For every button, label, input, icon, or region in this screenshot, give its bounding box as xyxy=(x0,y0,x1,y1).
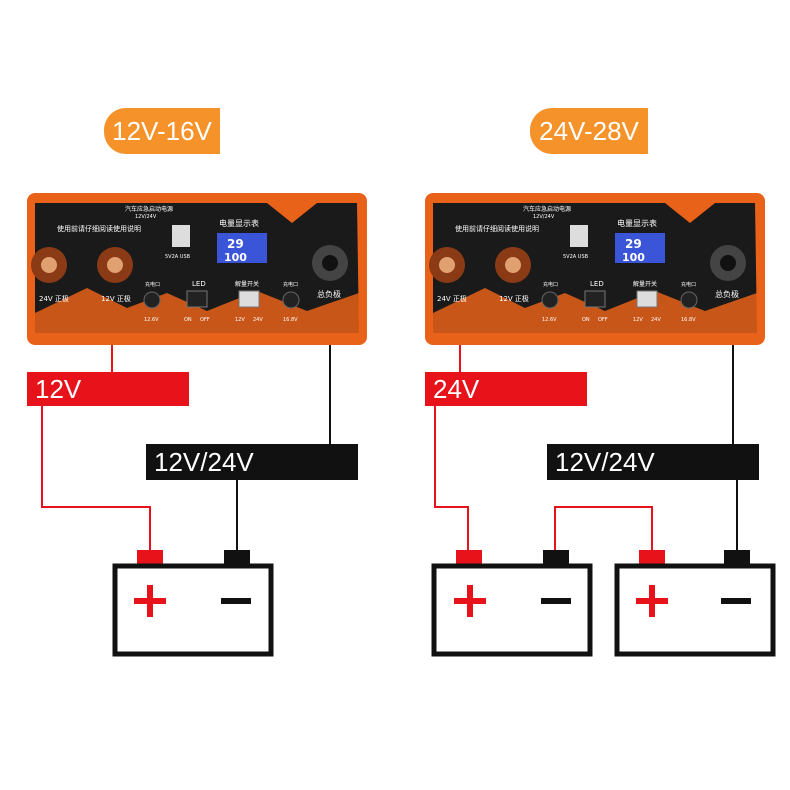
svg-text:100: 100 xyxy=(622,251,645,264)
usb-port xyxy=(172,225,190,247)
warning-text: 使用前请仔细阅读使用说明 xyxy=(57,224,141,233)
negative-label: 总负极 xyxy=(317,289,341,299)
svg-text:OFF: OFF xyxy=(200,317,210,323)
led-switch xyxy=(186,290,208,308)
svg-text:16.8V: 16.8V xyxy=(681,317,696,323)
clamp-12v-label: 12V 正极 xyxy=(101,294,131,303)
svg-text:使用前请仔细阅读使用说明: 使用前请仔细阅读使用说明 xyxy=(455,224,539,233)
display-title: 电量显示表 xyxy=(219,218,259,228)
voltage-range-badge-left: 12V-16V xyxy=(104,108,220,154)
svg-text:LED: LED xyxy=(590,280,604,288)
svg-text:24V: 24V xyxy=(253,317,263,323)
svg-text:总负极: 总负极 xyxy=(715,289,739,299)
input-label-left: 12V/24V xyxy=(146,444,358,480)
output-label-left: 12V xyxy=(27,372,189,406)
svg-text:OFF: OFF xyxy=(598,317,608,323)
positive-wire-left-lower xyxy=(41,400,151,552)
svg-text:12V: 12V xyxy=(633,317,643,323)
svg-text:充电口: 充电口 xyxy=(283,281,298,288)
output-label-right: 24V xyxy=(425,372,587,406)
svg-text:充电口: 充电口 xyxy=(145,281,160,288)
svg-text:LED: LED xyxy=(192,280,206,288)
display-percent: 100 xyxy=(224,251,247,264)
svg-text:12V: 12V xyxy=(235,317,245,323)
svg-text:汽车应急启动电源: 汽车应急启动电源 xyxy=(523,205,571,213)
svg-text:16.8V: 16.8V xyxy=(283,317,298,323)
svg-text:24V: 24V xyxy=(651,317,661,323)
positive-wire-right-lower xyxy=(434,400,469,552)
svg-text:ON: ON xyxy=(582,317,590,323)
usb-label: 5V2A USB xyxy=(165,254,191,260)
svg-text:5V2A USB: 5V2A USB xyxy=(563,254,589,260)
display-voltage: 29 xyxy=(227,237,244,251)
series-link-wire xyxy=(554,506,653,552)
svg-text:充电口: 充电口 xyxy=(543,281,558,288)
svg-text:解量开关: 解量开关 xyxy=(235,280,259,288)
voltage-switch xyxy=(238,290,260,308)
battery-left xyxy=(112,550,274,657)
svg-text:29: 29 xyxy=(625,237,642,251)
svg-text:24V 正极: 24V 正极 xyxy=(437,294,467,303)
panel-title: 汽车应急启动电源 xyxy=(125,205,173,213)
input-label-right: 12V/24V xyxy=(547,444,759,480)
clamp-24v-label: 24V 正极 xyxy=(39,294,69,303)
voltage-range-badge-right: 24V-28V xyxy=(530,108,648,154)
svg-text:解量开关: 解量开关 xyxy=(633,280,657,288)
svg-text:充电口: 充电口 xyxy=(681,281,696,288)
jump-starter-panel-left: 汽车应急启动电源 12V/24V 使用前请仔细阅读使用说明 电量显示表 29 1… xyxy=(27,193,367,345)
svg-text:12.6V: 12.6V xyxy=(542,317,557,323)
svg-text:ON: ON xyxy=(184,317,192,323)
svg-text:12.6V: 12.6V xyxy=(144,317,159,323)
svg-text:12V/24V: 12V/24V xyxy=(533,214,555,220)
battery-right-2 xyxy=(614,550,776,657)
panel-subtitle: 12V/24V xyxy=(135,214,157,220)
svg-text:12V 正极: 12V 正极 xyxy=(499,294,529,303)
lcd-display xyxy=(217,233,267,263)
svg-text:电量显示表: 电量显示表 xyxy=(617,218,657,228)
battery-right-1 xyxy=(431,550,593,657)
jump-starter-panel-right: 汽车应急启动电源 12V/24V 使用前请仔细阅读使用说明 电量显示表 29 1… xyxy=(425,193,765,345)
